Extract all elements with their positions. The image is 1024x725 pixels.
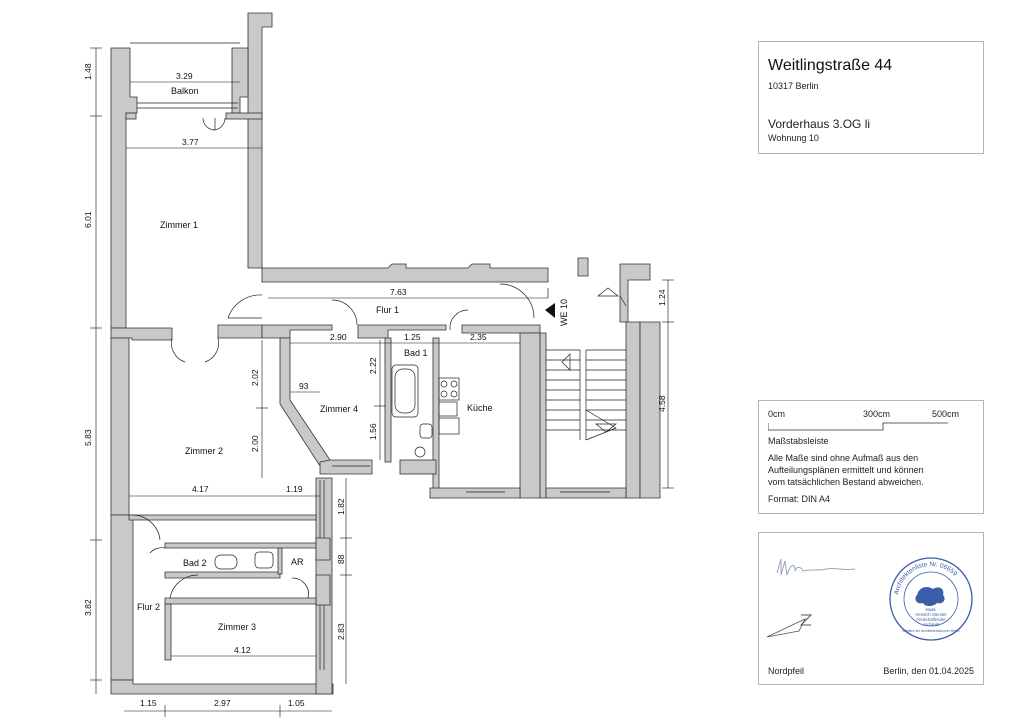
place-and-date: Berlin, den 01.04.2025: [883, 666, 974, 676]
dim-2-97: 2.97: [214, 698, 231, 708]
street-address: Weitlingstraße 44: [768, 57, 893, 74]
room-labels: Balkon Zimmer 1 Zimmer 2 Zimmer 3 Zimmer…: [137, 86, 569, 632]
dim-2-02: 2.02: [250, 369, 260, 386]
room-label-zimmer3: Zimmer 3: [218, 622, 256, 632]
dim-2-90: 2.90: [330, 332, 347, 342]
signature-image: [776, 558, 856, 576]
dim-2-00: 2.00: [250, 435, 260, 452]
dim-4-58: 4.58: [657, 395, 667, 412]
dimension-lines: [90, 47, 674, 717]
disclaimer-line-3: vom tatsächlichen Bestand abweichen.: [768, 477, 924, 487]
apartment-number: Wohnung 10: [768, 133, 819, 143]
dim-1-25: 1.25: [404, 332, 421, 342]
plan-details: [130, 42, 627, 670]
signature-block: Architektenliste Nr. 06659 staatl. Heinr…: [758, 532, 984, 685]
disclaimer-line-1: Alle Maße sind ohne Aufmaß aus den: [768, 453, 919, 463]
dim-2-83: 2.83: [336, 623, 346, 640]
dim-4-17: 4.17: [192, 484, 209, 494]
dim-1-56: 1.56: [368, 423, 378, 440]
stamp-line-5: Mitglied der Architektenkammer Berlin: [902, 629, 959, 633]
dim-3-82: 3.82: [83, 599, 93, 616]
dim-1-05: 1.05: [288, 698, 305, 708]
city: 10317 Berlin: [768, 81, 819, 91]
dim-2-22: 2.22: [368, 357, 378, 374]
dim-1-19: 1.19: [286, 484, 303, 494]
stamp-line-1: staatl.: [925, 607, 936, 612]
stamp-line-4: Architekt: [923, 622, 940, 627]
disclaimer-line-2: Aufteilungsplänen ermittelt und können: [768, 465, 924, 475]
dim-5-83: 5.83: [83, 429, 93, 446]
north-arrow-icon: [766, 614, 813, 638]
dim-93: 93: [299, 381, 309, 391]
scale-label-300: 300cm: [863, 409, 891, 419]
room-label-zimmer1: Zimmer 1: [160, 220, 198, 230]
room-label-balkon: Balkon: [171, 86, 199, 96]
unit-location: Vorderhaus 3.OG li: [768, 117, 871, 131]
walls: [110, 12, 661, 695]
bear-icon: [915, 587, 945, 606]
dim-3-77: 3.77: [182, 137, 199, 147]
room-label-flur2: Flur 2: [137, 602, 160, 612]
staircase: [546, 287, 627, 441]
room-label-flur1: Flur 1: [376, 305, 399, 315]
dim-1-82: 1.82: [336, 498, 346, 515]
title-block: Weitlingstraße 44 10317 Berlin Vorderhau…: [758, 41, 984, 154]
room-label-zimmer2: Zimmer 2: [185, 446, 223, 456]
dim-1-24: 1.24: [657, 289, 667, 306]
scale-label-500: 500cm: [932, 409, 960, 419]
room-label-bad2: Bad 2: [183, 558, 207, 568]
legend-block: 0cm 300cm 500cm Maßstabsleiste Alle Maße…: [758, 400, 984, 514]
dim-6-01: 6.01: [83, 211, 93, 228]
dim-1-15: 1.15: [140, 698, 157, 708]
stamp-line-2: Heinrich Stender: [915, 612, 947, 617]
dimension-labels: 3.29 3.77 1.48 6.01 7.63 1.24 2.90 1.25 …: [83, 63, 667, 708]
apartment-entrance-label: WE 10: [559, 299, 569, 326]
paper-format: Format: DIN A4: [768, 494, 831, 504]
scale-bar: [768, 422, 948, 431]
room-label-kueche: Küche: [467, 403, 493, 413]
dim-4-12: 4.12: [234, 645, 251, 655]
entrance-arrow-icon: [545, 303, 555, 318]
north-arrow-label: Nordpfeil: [768, 666, 805, 676]
scale-bar-caption: Maßstabsleiste: [768, 436, 829, 446]
dim-88: 88: [336, 554, 346, 564]
room-label-zimmer4: Zimmer 4: [320, 404, 358, 414]
dim-7-63: 7.63: [390, 287, 407, 297]
dim-2-35: 2.35: [470, 332, 487, 342]
scale-label-0: 0cm: [768, 409, 786, 419]
room-label-ar: AR: [291, 557, 304, 567]
dim-3-29: 3.29: [176, 71, 193, 81]
architect-stamp: Architektenliste Nr. 06659 staatl. Heinr…: [889, 557, 973, 641]
room-label-bad1: Bad 1: [404, 348, 428, 358]
dim-1-48: 1.48: [83, 63, 93, 80]
stamp-line-3: Freischaffender: [916, 617, 946, 622]
